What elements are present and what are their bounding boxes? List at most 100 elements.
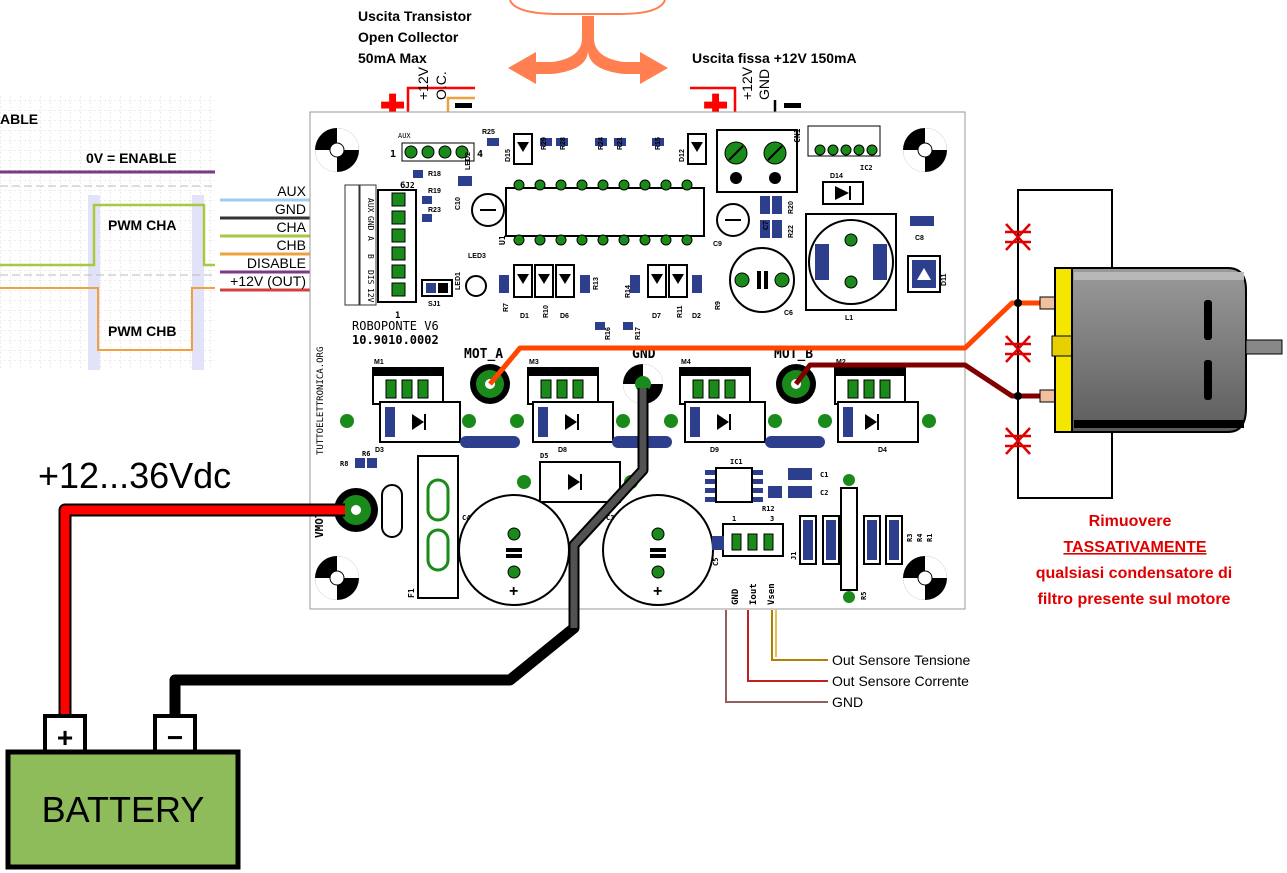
- svg-text:R1: R1: [926, 534, 934, 542]
- svg-text:J1: J1: [790, 552, 798, 560]
- removed-capacitor-mid: [1005, 303, 1031, 396]
- svg-text:C3: C3: [606, 514, 614, 522]
- svg-text:AUX: AUX: [366, 198, 375, 213]
- svg-text:R4: R4: [916, 534, 924, 542]
- big-caps: + C4 + C3: [458, 494, 714, 606]
- ic1: IC1 C1 C2 R12: [705, 458, 828, 513]
- svg-text:Uscita Transistor: Uscita Transistor: [358, 8, 472, 24]
- svg-text:R19: R19: [428, 188, 441, 195]
- shunt-resistors: R5 R3 R4 R1: [799, 474, 934, 603]
- svg-text:B: B: [366, 254, 375, 259]
- mosfet-m2: [834, 367, 906, 405]
- vmot-area: VMOT R8 R6 F1: [313, 450, 459, 599]
- svg-text:C4: C4: [462, 514, 470, 522]
- removed-capacitor-bottom: [1005, 396, 1031, 498]
- svg-text:D5: D5: [540, 452, 548, 460]
- svg-text:C9: C9: [713, 241, 722, 248]
- sig-gnd-label: GND: [275, 201, 306, 217]
- svg-text:F1: F1: [407, 588, 416, 598]
- j2-connector: AUX GND A B DIS 12V 6 1 J2: [344, 181, 417, 321]
- pin-gnd-right: GND: [756, 69, 772, 100]
- sig-12v-label: +12V (OUT): [230, 273, 306, 289]
- svg-text:6: 6: [400, 181, 405, 191]
- d5-diode: D5: [517, 452, 638, 503]
- sig-disable-label: DISABLE: [247, 255, 306, 271]
- svg-text:CN1: CN1: [793, 128, 802, 143]
- j1-vsen-label: Vsen: [767, 583, 777, 605]
- svg-text:qualsiasi condensatore di: qualsiasi condensatore di: [1036, 565, 1233, 582]
- warning-text: Rimuovere TASSATIVAMENTE qualsiasi conde…: [1036, 513, 1233, 608]
- svg-text:R12: R12: [762, 505, 775, 513]
- svg-text:R14: R14: [625, 285, 632, 298]
- svg-text:U1: U1: [498, 235, 507, 245]
- l1-inductor: [805, 213, 897, 311]
- pwm-chb-label: PWM CHB: [108, 323, 176, 339]
- cn1-terminal: CN1: [716, 128, 802, 193]
- j1-gnd-label: GND: [731, 588, 741, 605]
- svg-text:R25: R25: [482, 129, 495, 136]
- mid-diodes: D1 D6 D7 D2 R7 R10 R13 R14 R11 R9 R16 R1…: [499, 264, 722, 340]
- svg-text:filtro presente sul motore: filtro presente sul motore: [1038, 591, 1231, 608]
- svg-text:D8: D8: [558, 447, 567, 454]
- aux-header: 1 4 AUX: [390, 132, 483, 162]
- svg-text:C7: C7: [763, 221, 770, 230]
- svg-text:+: +: [509, 583, 518, 600]
- mosfet-row: M1 M3 M4 M2: [372, 359, 906, 405]
- mount-hole-bl: [315, 556, 359, 600]
- sensor-corrente-label: Out Sensore Corrente: [832, 673, 969, 689]
- board-side-text: TUTTOELETTRONICA.ORG: [316, 347, 326, 455]
- supply-voltage-label: +12...36Vdc: [38, 455, 231, 496]
- svg-text:C1: C1: [820, 471, 828, 479]
- svg-text:IC2: IC2: [860, 164, 873, 172]
- svg-text:50mA Max: 50mA Max: [358, 50, 427, 66]
- svg-text:IC1: IC1: [730, 458, 743, 466]
- svg-text:SJ1: SJ1: [428, 301, 441, 308]
- top-resistors: [413, 138, 934, 330]
- svg-text:R3: R3: [906, 534, 914, 542]
- pin-oc: O.C.: [433, 71, 449, 100]
- svg-text:1: 1: [395, 311, 400, 321]
- gnd-pad-label: GND: [632, 347, 656, 362]
- svg-text:J2: J2: [405, 181, 415, 190]
- svg-text:R22: R22: [788, 225, 795, 238]
- mosfet-m3: [527, 367, 599, 405]
- svg-text:R11: R11: [677, 305, 684, 318]
- svg-text:D4: D4: [878, 447, 887, 454]
- svg-text:TASSATIVAMENTE: TASSATIVAMENTE: [1063, 539, 1206, 556]
- svg-text:1: 1: [732, 515, 736, 523]
- enable-partial-label: ABLE: [0, 111, 38, 127]
- j1-connector: 1 3 J1 C5 GND Iout Vsen: [712, 515, 798, 605]
- svg-text:A: A: [366, 236, 375, 241]
- sig-aux-label: AUX: [277, 183, 306, 199]
- power-diode-row: D3 D8 D9 D4: [340, 401, 936, 454]
- svg-text:4: 4: [477, 149, 483, 160]
- svg-text:D3: D3: [375, 447, 384, 454]
- svg-text:D1: D1: [520, 313, 529, 320]
- svg-text:LED2: LED2: [465, 152, 472, 170]
- pwm-cha-waveform: [0, 203, 215, 267]
- svg-text:R7: R7: [503, 303, 510, 312]
- pcb-board: AUX GND A B DIS 12V 6 1 J2 1 4 AUX CN1: [309, 111, 966, 610]
- motor-caps-network: [1005, 189, 1113, 499]
- svg-text:R8: R8: [340, 460, 348, 468]
- pwm-cha-label: PWM CHA: [108, 217, 176, 233]
- svg-text:R6: R6: [362, 450, 370, 458]
- svg-text:R17: R17: [635, 327, 642, 340]
- sensor-wires: Out Sensore Tensione Out Sensore Corrent…: [725, 610, 970, 710]
- svg-text:D14: D14: [830, 173, 843, 180]
- top-resistor-labels: R25 R29 R28 R24 R21 R15 R18 R19 R23 C10 …: [428, 129, 948, 322]
- battery-minus-icon: −: [167, 722, 183, 753]
- svg-text:Rimuovere: Rimuovere: [1089, 513, 1172, 530]
- svg-text:M3: M3: [529, 359, 539, 366]
- svg-text:R24: R24: [598, 137, 605, 150]
- svg-text:D11: D11: [941, 273, 948, 286]
- sig-cha-label: CHA: [276, 219, 306, 235]
- svg-text:D7: D7: [652, 313, 661, 320]
- svg-text:L1: L1: [845, 315, 853, 322]
- svg-text:DIS: DIS: [366, 270, 375, 285]
- mount-hole-tr: [903, 128, 947, 172]
- pwm-chb-waveform: [0, 287, 215, 351]
- u1-chip: U1: [498, 179, 705, 246]
- svg-text:M4: M4: [681, 359, 691, 366]
